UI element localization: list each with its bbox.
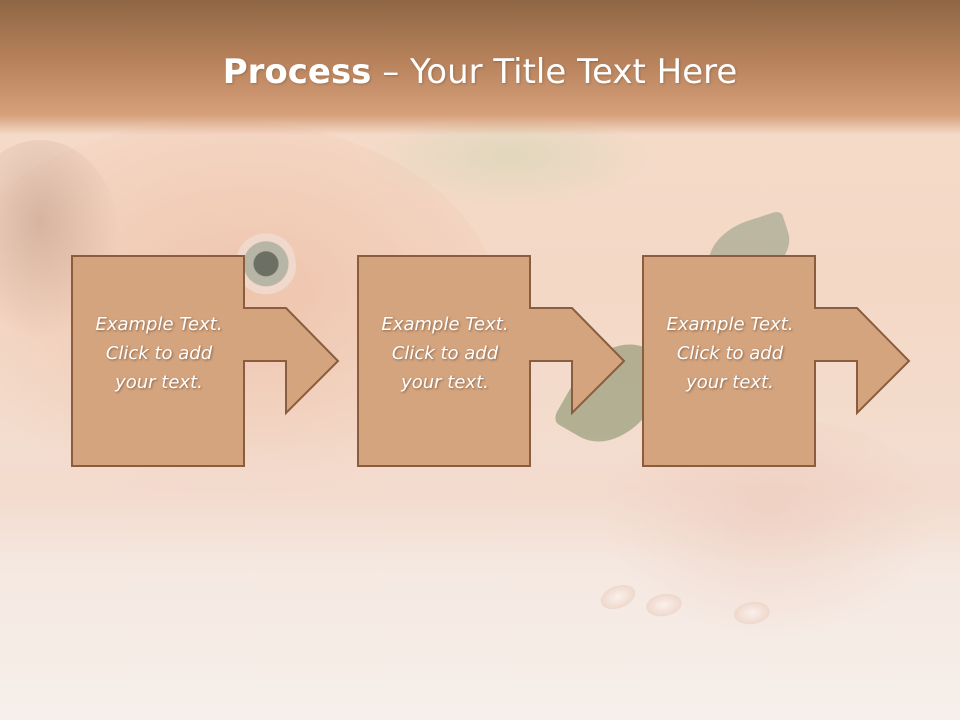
background-leaf-top xyxy=(360,120,660,210)
process-step-1[interactable]: Example Text. Click to add your text. xyxy=(71,255,342,467)
background-eye xyxy=(236,226,296,310)
step-reflection xyxy=(643,466,913,546)
title-bold-part: Process xyxy=(222,52,372,92)
step-text[interactable]: Example Text. Click to add your text. xyxy=(78,310,240,397)
step-text-line: your text. xyxy=(115,372,203,393)
step-arrow-shape xyxy=(357,255,626,467)
step-text-line: your text. xyxy=(401,372,489,393)
step-text-line: Click to add xyxy=(105,343,213,364)
step-reflection xyxy=(72,466,342,546)
slide-title[interactable]: Process – Your Title Text Here xyxy=(0,52,960,92)
title-bar xyxy=(0,0,960,135)
step-text-line: Example Text. xyxy=(381,314,509,335)
title-rest-part: – Your Title Text Here xyxy=(371,52,738,92)
step-arrow-shape xyxy=(71,255,340,467)
step-text-line: Example Text. xyxy=(666,314,794,335)
step-text-line: Example Text. xyxy=(95,314,223,335)
step-arrow-shape xyxy=(642,255,911,467)
step-text-line: your text. xyxy=(686,372,774,393)
step-text-line: Click to add xyxy=(391,343,499,364)
step-text-line: Click to add xyxy=(676,343,784,364)
step-text[interactable]: Example Text. Click to add your text. xyxy=(649,310,811,397)
step-text[interactable]: Example Text. Click to add your text. xyxy=(364,310,526,397)
step-reflection xyxy=(358,466,628,546)
process-step-3[interactable]: Example Text. Click to add your text. xyxy=(642,255,913,467)
process-step-2[interactable]: Example Text. Click to add your text. xyxy=(357,255,628,467)
